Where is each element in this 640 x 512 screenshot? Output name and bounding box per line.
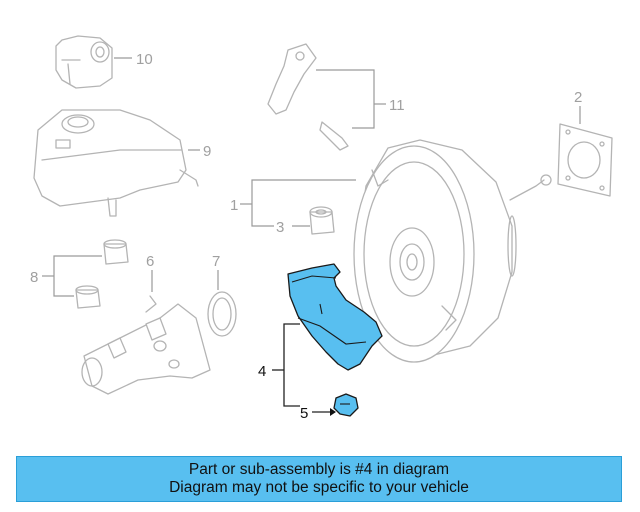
banner-line-1: Part or sub-assembly is #4 in diagram [188,461,450,478]
part-10-reservoir-cap [55,35,113,89]
callout-2: 2 [574,89,582,106]
arrow-icon [330,408,336,416]
part-11-sensor-bolt [267,43,349,151]
part-2-gasket [557,123,613,197]
info-banner: Part or sub-assembly is #4 in diagram Di… [16,456,622,502]
part-5-clip[interactable] [333,393,359,417]
part-8-grommets [75,239,129,309]
parts-diagram: 10 9 8 6 7 [30,35,613,422]
part-6-master-cylinder [81,295,211,395]
callout-11: 11 [389,97,405,114]
callout-8: 8 [30,269,38,286]
callout-7: 7 [212,253,220,270]
callout-10: 10 [136,51,153,68]
callout-5: 5 [300,405,308,422]
part-7-o-ring [207,291,237,337]
callout-4: 4 [258,363,266,380]
part-4-heat-shield[interactable] [287,263,383,371]
callout-9: 9 [203,143,211,160]
callout-1: 1 [230,197,238,214]
callout-6: 6 [146,253,154,270]
callout-3: 3 [276,219,284,236]
banner-line-2: Diagram may not be specific to your vehi… [169,479,469,496]
part-9-reservoir-tank [33,109,199,217]
part-1-brake-booster [353,139,552,363]
part-3-grommet [309,206,335,235]
